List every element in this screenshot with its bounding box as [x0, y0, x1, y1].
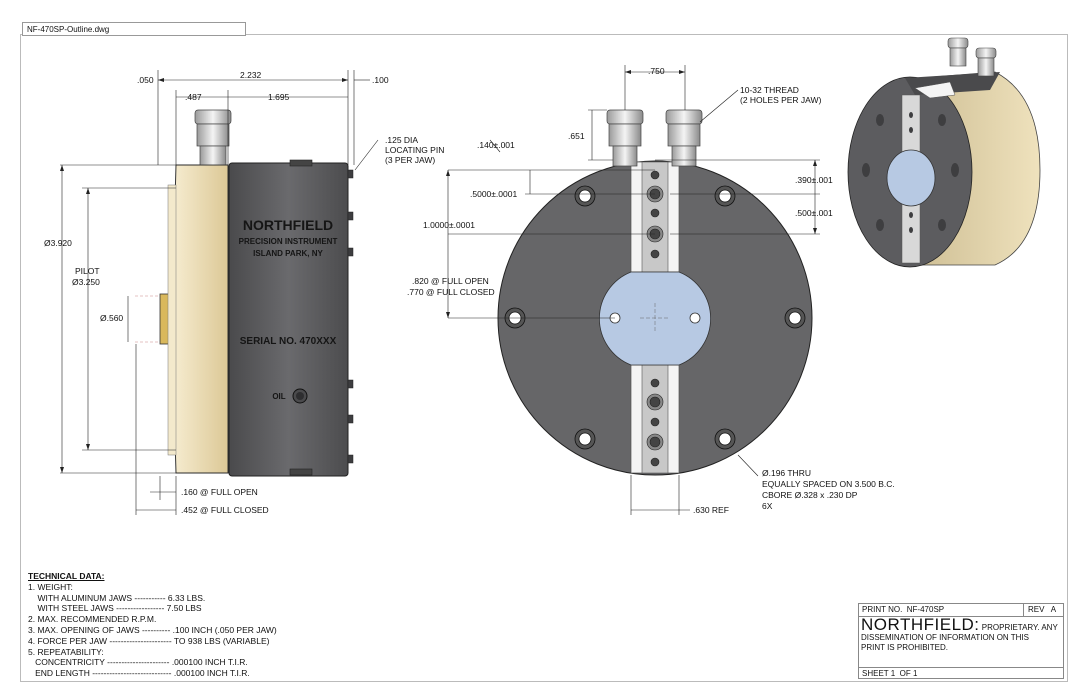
closed-452: .452 @ FULL CLOSED: [181, 505, 269, 515]
side-serial: SERIAL NO. 470XXX: [240, 336, 337, 347]
thru-label-2: EQUALLY SPACED ON 3.500 B.C.: [762, 479, 895, 489]
side-pins: [347, 169, 354, 464]
thread-label-1: 10-32 THREAD: [740, 85, 799, 95]
dim-390: .390±.001: [795, 175, 833, 185]
tech-line: WITH STEEL JAWS ----------------- 7.50 L…: [28, 603, 202, 614]
side-oil: OIL: [272, 392, 285, 401]
sheet-info: SHEET 1 OF 1: [859, 667, 1063, 678]
iso-view: [847, 37, 1041, 268]
side-brand-line2: PRECISION INSTRUMENT: [239, 237, 338, 246]
pin-label-3: (3 PER JAW): [385, 155, 435, 165]
air-fitting: [194, 109, 232, 166]
proprietary-notice: NORTHFIELD: PROPRIETARY. ANY DISSEMINATI…: [861, 615, 1058, 652]
side-brand: NORTHFIELD: [243, 217, 333, 233]
front-view: [497, 109, 813, 476]
side-view: [135, 109, 354, 477]
tech-title: TECHNICAL DATA:: [28, 571, 105, 581]
title-brand: NORTHFIELD:: [861, 615, 980, 634]
front-fittings: [606, 109, 703, 167]
side-dimension-lines: [60, 70, 379, 515]
title-block-header: PRINT NO. NF-470SP REV A: [859, 604, 1063, 617]
dim-651: .651: [568, 131, 585, 141]
pin-label-1: .125 DIA: [385, 135, 418, 145]
thru-label-1: Ø.196 THRU: [762, 468, 811, 478]
tech-line: 5. REPEATABILITY:: [28, 646, 104, 657]
title-block: PRINT NO. NF-470SP REV A NORTHFIELD: PRO…: [858, 603, 1064, 679]
dim-100: .100: [372, 75, 389, 85]
file-tab[interactable]: NF-470SP-Outline.dwg: [22, 22, 246, 36]
thru-label-4: 6X: [762, 501, 773, 511]
dim-5000: .5000±.0001: [470, 189, 517, 199]
dim-dia560: Ø.560: [100, 313, 123, 323]
technical-data: TECHNICAL DATA: 1. WEIGHT: WITH ALUMINUM…: [28, 571, 277, 679]
tech-line: 3. MAX. OPENING OF JAWS ---------- .100 …: [28, 624, 277, 635]
tech-line: CONCENTRICITY ---------------------- .00…: [28, 657, 248, 668]
thread-label-2: (2 HOLES PER JAW): [740, 95, 822, 105]
dim-140: .140±.001: [477, 140, 515, 150]
jaw-holes: [646, 170, 664, 467]
dim-500: .500±.001: [795, 208, 833, 218]
pin-label-2: LOCATING PIN: [385, 145, 444, 155]
tech-line: 4. FORCE PER JAW ---------------------- …: [28, 635, 270, 646]
dim-1695: 1.695: [268, 92, 290, 102]
arrowheads: [60, 70, 817, 473]
pilot-dia: Ø3.250: [72, 277, 100, 287]
tech-line: WITH ALUMINUM JAWS ----------- 6.33 LBS.: [28, 592, 206, 603]
dim-10000: 1.0000±.0001: [423, 220, 475, 230]
front-dimension-lines: [447, 65, 820, 515]
dim-2232: 2.232: [240, 70, 262, 80]
dim-050: .050: [137, 75, 154, 85]
thru-label-3: CBORE Ø.328 x .230 DP: [762, 490, 858, 500]
drawing-border: [20, 34, 1068, 682]
dim-487: .487: [185, 92, 202, 102]
closed-770: .770 @ FULL CLOSED: [407, 287, 495, 297]
revision: REV A: [1023, 604, 1056, 616]
print-number: PRINT NO. NF-470SP: [862, 605, 945, 614]
pilot-body: [173, 164, 229, 474]
open-160: .160 @ FULL OPEN: [181, 487, 258, 497]
side-brand-line3: ISLAND PARK, NY: [253, 249, 323, 258]
tech-line: END LENGTH ---------------------------- …: [28, 668, 250, 679]
open-820: .820 @ FULL OPEN: [412, 276, 489, 286]
chuck-body: [228, 162, 349, 477]
dim-dia3920: Ø3.920: [44, 238, 72, 248]
tech-line: 2. MAX. RECOMMENDED R.P.M.: [28, 614, 157, 625]
dim-750: .750: [648, 66, 665, 76]
tech-line: 1. WEIGHT:: [28, 581, 73, 592]
pilot-label: PILOT: [75, 266, 100, 276]
ref-630: .630 REF: [693, 505, 729, 515]
